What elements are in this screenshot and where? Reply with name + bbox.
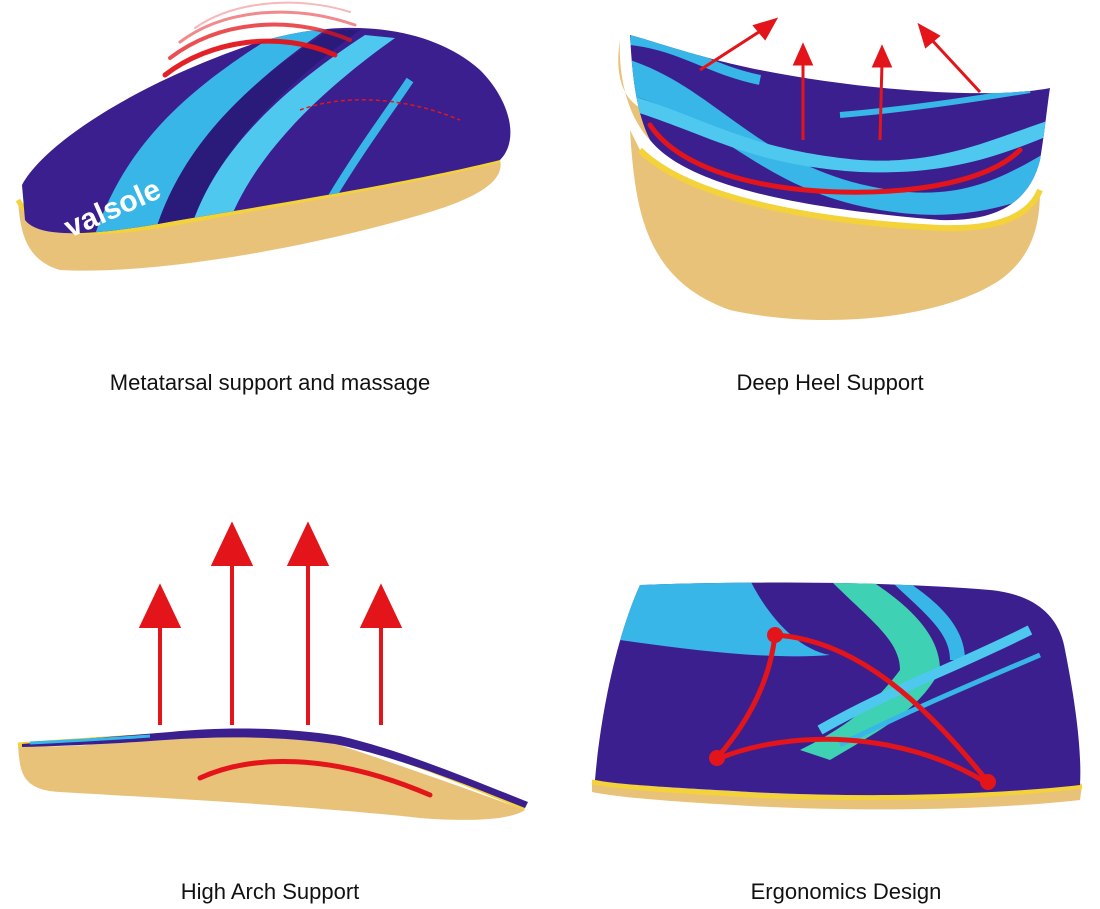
arch-curve	[197, 758, 433, 798]
massage-wave-icon	[162, 1, 357, 78]
arch-support-arrows-icon	[138, 521, 403, 725]
caption-deep-heel-support: Deep Heel Support	[736, 370, 924, 395]
caption-high-arch-support: High Arch Support	[180, 879, 360, 904]
pressure-point-dots-icon	[709, 627, 996, 790]
caption-metatarsal-support: Metatarsal support and massage	[109, 370, 431, 395]
insole-photo-deep-heel	[560, 0, 1100, 355]
heel-support-arrows-icon	[699, 17, 982, 141]
insole-photo-high-arch	[0, 500, 560, 850]
caption-ergonomics-design: Ergonomics Design	[750, 879, 942, 904]
insole-photo-metatarsal: valsole	[0, 0, 540, 355]
insole-photo-ergonomics	[570, 560, 1100, 850]
heel-support-curve	[647, 122, 1023, 195]
ergonomic-curves-icon	[714, 632, 991, 785]
